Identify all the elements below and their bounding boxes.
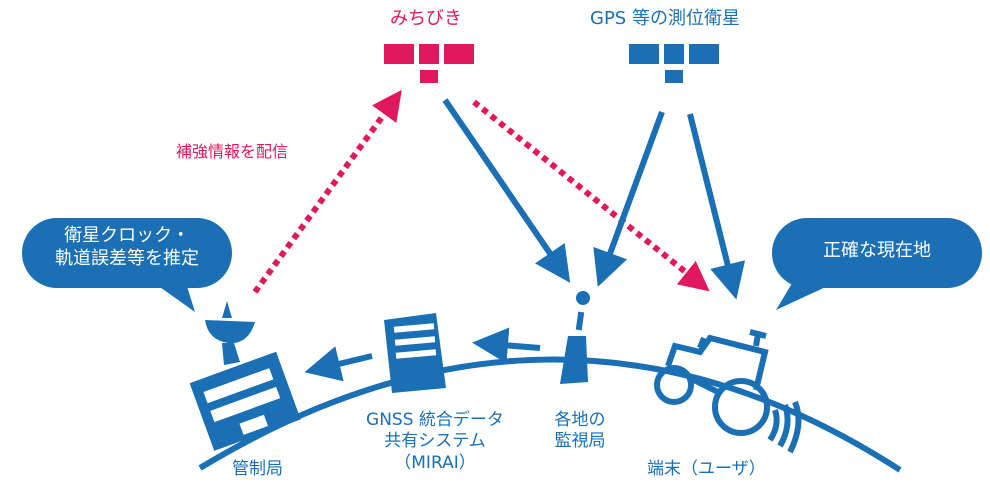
terminal-label: 端末（ユーザ）: [647, 459, 766, 479]
control-station-icon: [189, 301, 301, 451]
antenna-tower-icon: [560, 291, 590, 384]
edge-monitor-to-mirai: [472, 327, 541, 364]
gps-satellite-icon: [629, 44, 719, 83]
edge-michibiki-to-monitor: [442, 98, 571, 283]
michibiki-satellite-icon: [384, 44, 474, 83]
monitor-label-line1: 各地の: [554, 410, 606, 430]
mirai-label-line3: （MIRAI）: [394, 452, 476, 473]
control-station-label: 管制局: [232, 459, 283, 479]
gps-label: GPS 等の測位衛星: [590, 8, 740, 29]
bubble-estimate: [22, 218, 232, 312]
edge-michibiki-to-terminal: [472, 99, 710, 292]
tractor-icon: [654, 329, 802, 454]
distribution-label: 補強情報を配信: [176, 142, 289, 161]
michibiki-label: みちびき: [390, 8, 462, 29]
server-icon: [384, 313, 446, 393]
edge-gps-to-monitor: [593, 110, 665, 287]
mirai-label-line1: GNSS 統合データ: [366, 410, 504, 430]
monitor-label: 各地の 監視局: [540, 410, 620, 453]
edge-control-to-michibiki: [252, 89, 402, 294]
mirai-label: GNSS 統合データ 共有システム （MIRAI）: [335, 410, 535, 474]
bubble-position: [772, 218, 982, 310]
edge-gps-to-terminal: [687, 113, 746, 300]
bubble-estimate-text: 衛星クロック・ 軌道誤差等を推定: [22, 225, 232, 270]
earth-arc: [198, 356, 902, 473]
monitor-label-line2: 監視局: [554, 431, 606, 452]
edge-mirai-to-control: [304, 346, 373, 382]
bubble-estimate-line2: 軌道誤差等を推定: [55, 247, 199, 269]
bubble-position-text: 正確な現在地: [823, 240, 931, 261]
mirai-label-line2: 共有システム: [384, 431, 486, 452]
bubble-estimate-line1: 衛星クロック・: [64, 225, 190, 246]
